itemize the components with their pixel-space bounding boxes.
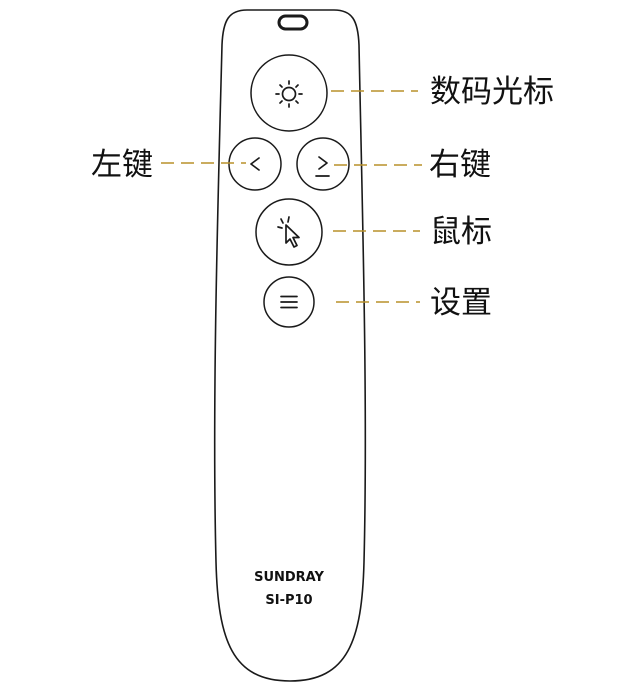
label-laser: 数码光标 <box>430 74 554 110</box>
sun-icon <box>275 80 303 108</box>
label-left: 左键 <box>91 147 153 183</box>
label-mouse: 鼠标 <box>430 214 492 250</box>
left-button[interactable] <box>228 137 282 191</box>
cursor-icon <box>277 216 300 248</box>
brand-name: SUNDRAY <box>254 570 324 585</box>
chevron-right-icon <box>315 156 330 177</box>
laser-button[interactable] <box>250 54 328 132</box>
settings-button[interactable] <box>263 276 315 328</box>
chevron-left-icon <box>250 157 260 171</box>
mouse-button[interactable] <box>255 198 323 266</box>
menu-icon <box>280 295 298 309</box>
right-button[interactable] <box>296 137 350 191</box>
model-name: SI-P10 <box>265 593 312 608</box>
label-settings: 设置 <box>430 285 492 321</box>
lanyard-slot <box>277 14 309 31</box>
label-right: 右键 <box>429 147 491 183</box>
